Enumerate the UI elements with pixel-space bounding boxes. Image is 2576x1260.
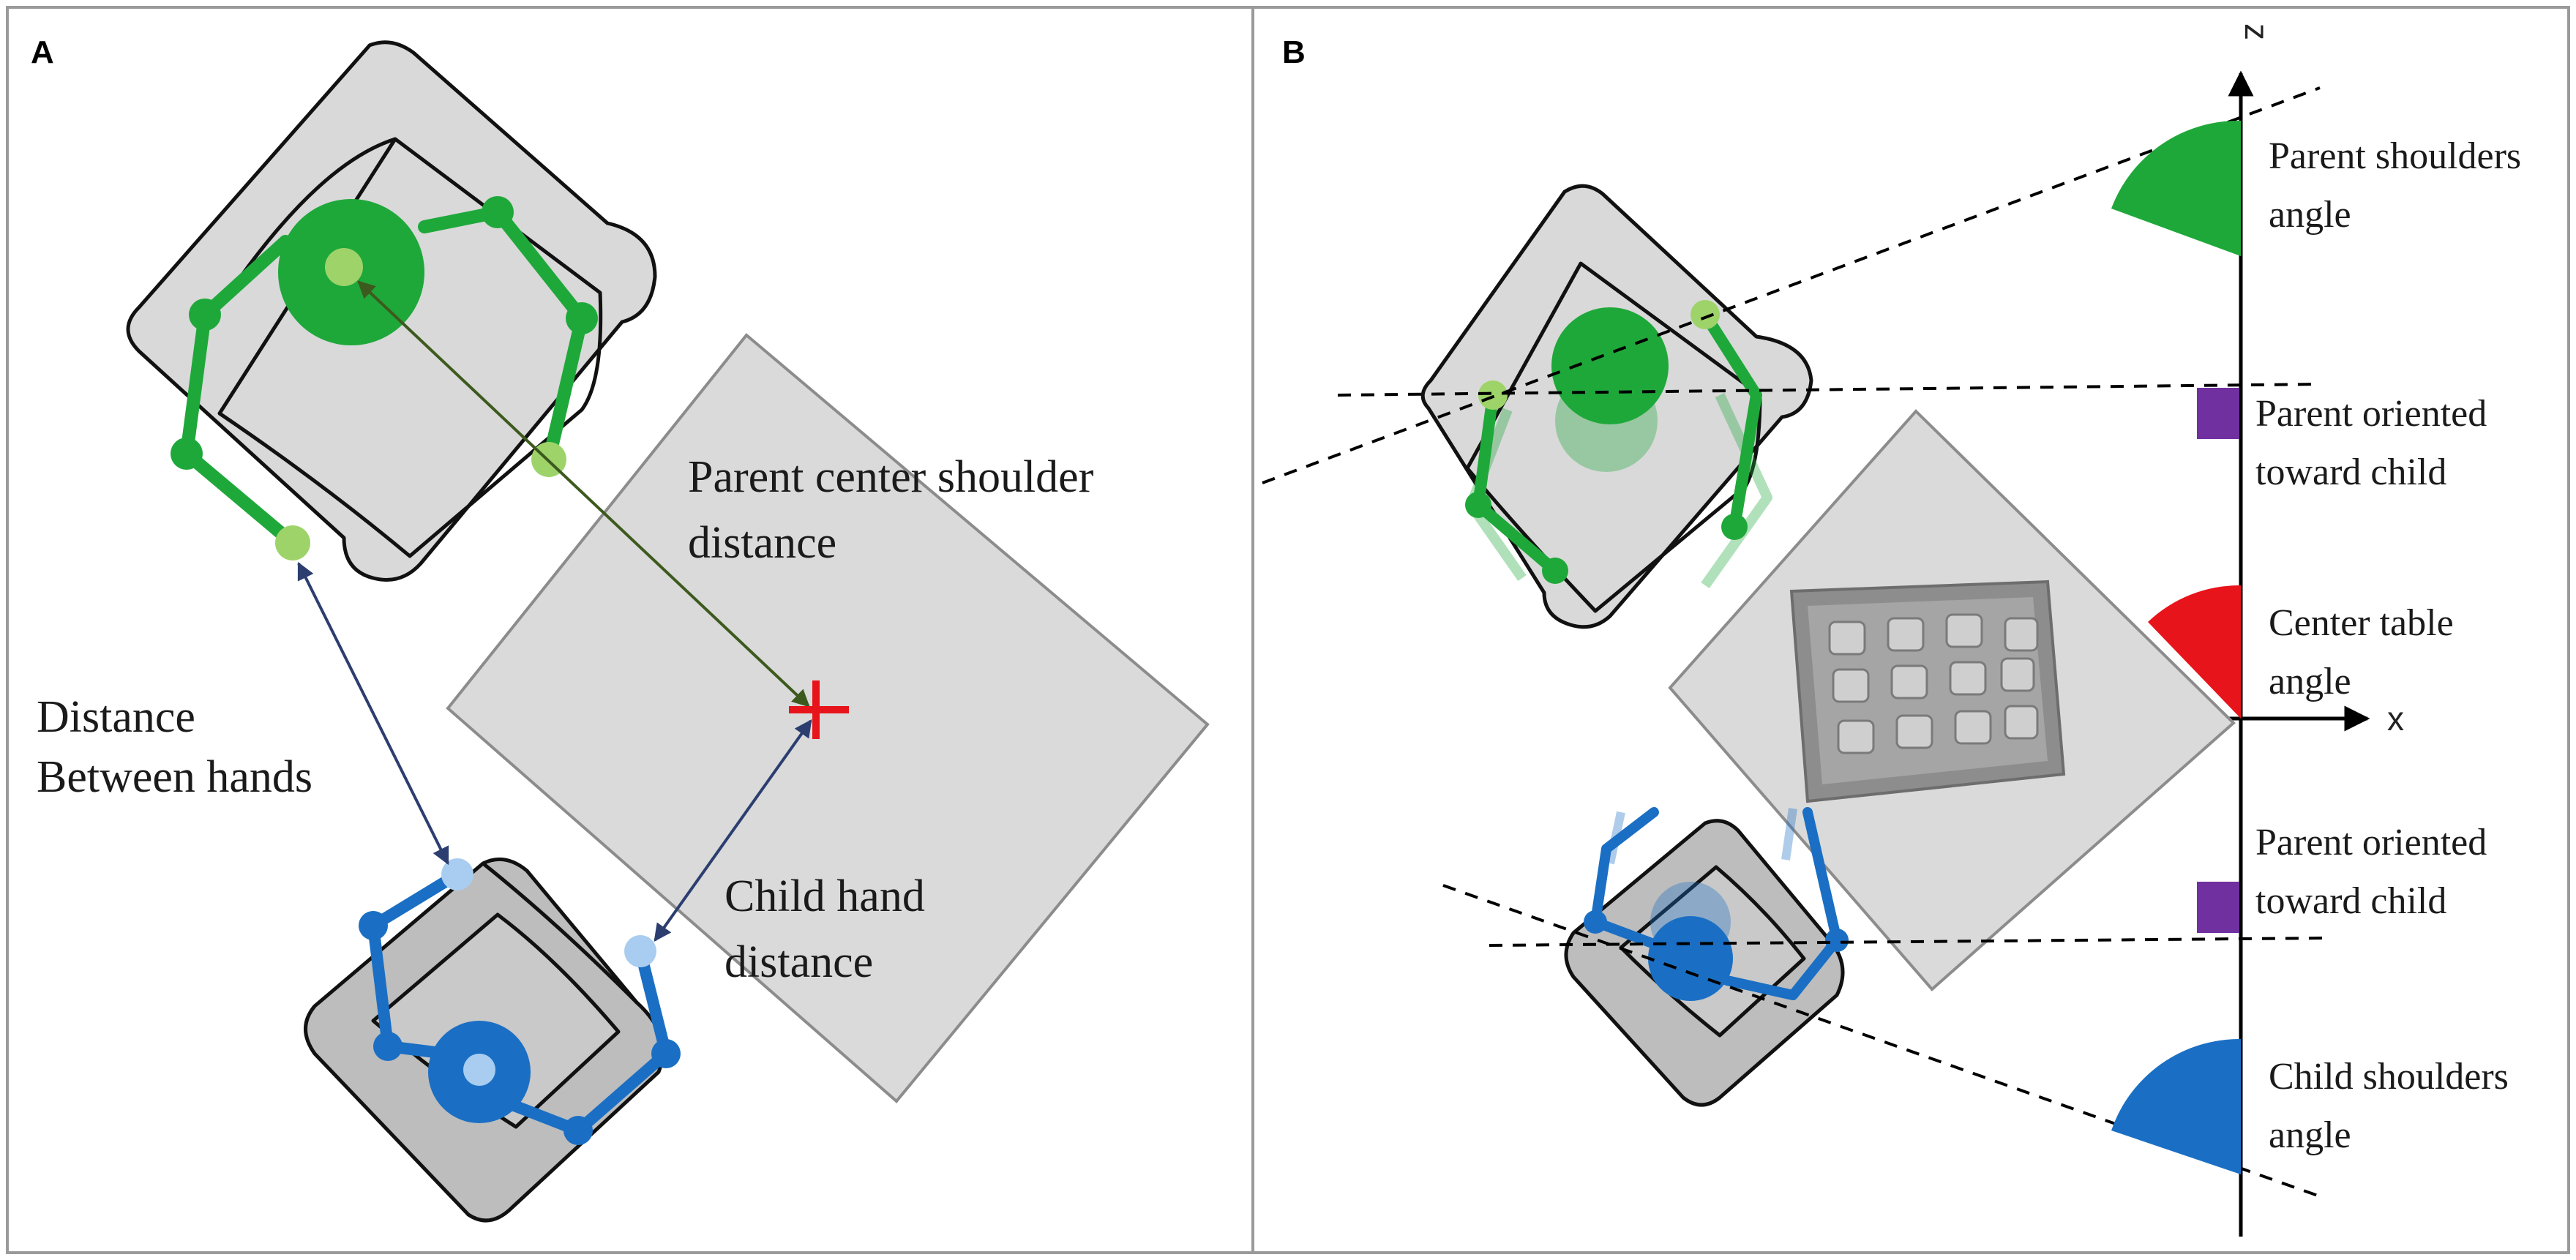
parent-left-hand (275, 525, 310, 560)
parent-left-arm (180, 235, 299, 550)
panel-b-letter: B (1282, 34, 1306, 70)
x-axis-label: x (2387, 700, 2404, 738)
panel-a-letter: A (31, 34, 54, 70)
z-axis-label: z (2238, 23, 2276, 40)
label-child-shoulders-angle: Child shoulders angle (2269, 1056, 2518, 1156)
child-right-arm (506, 945, 672, 1136)
label-distance-between-hands: Distance Between hands (37, 692, 312, 802)
center-table-angle-wedge (2148, 585, 2241, 719)
parent-oriented-bottom-marker (2197, 882, 2239, 933)
child-right-hand (624, 935, 656, 967)
table-center-marker (789, 680, 849, 739)
parent-skeleton-b (1465, 300, 1762, 584)
child-left-hand (441, 858, 473, 890)
label-child-hand-distance: Child hand distance (724, 871, 936, 987)
parent-shoulders-angle-wedge (2111, 120, 2241, 256)
child-left-arm (367, 869, 463, 1060)
parent-oriented-top-marker (2197, 388, 2239, 439)
child-skeleton (359, 858, 681, 1145)
label-parent-oriented-top: Parent oriented toward child (2255, 393, 2496, 493)
arrow-parent-center-shoulder (357, 280, 810, 708)
parent-head-center (325, 248, 363, 286)
arrow-between-hands (297, 561, 449, 866)
label-parent-center-shoulder-distance: Parent center shoulder distance (688, 452, 1105, 568)
child-shoulders-angle-wedge (2111, 1038, 2241, 1174)
arrow-child-hand (654, 719, 812, 942)
label-parent-shoulders-angle: Parent shoulders angle (2269, 135, 2531, 236)
label-parent-oriented-bottom: Parent oriented toward child (2255, 822, 2496, 922)
label-center-table-angle: Center table angle (2269, 602, 2463, 702)
game-board (1789, 580, 2066, 803)
child-head-center (463, 1054, 495, 1086)
